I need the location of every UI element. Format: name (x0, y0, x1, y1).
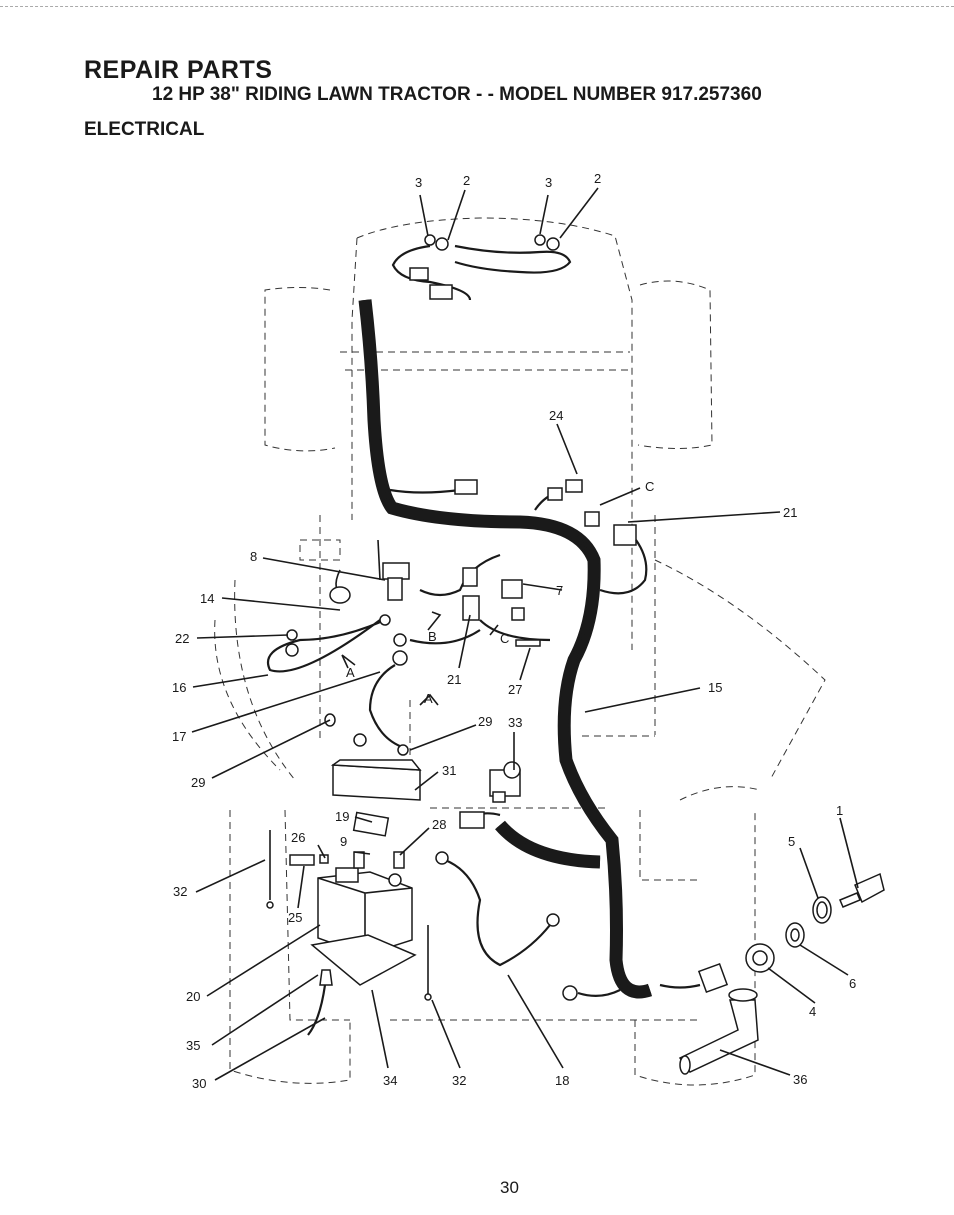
section-title: ELECTRICAL (84, 119, 205, 140)
callout-32: 32 (173, 884, 187, 899)
ref-letter-b: B (428, 629, 437, 644)
callout-8: 8 (250, 549, 257, 564)
callout-26: 26 (291, 830, 305, 845)
callout-16: 16 (172, 680, 186, 695)
top-rule (0, 6, 954, 7)
callout-17: 17 (172, 729, 186, 744)
page-number: 30 (500, 1178, 519, 1197)
callout-5: 5 (788, 834, 795, 849)
ground-cable (435, 851, 621, 1001)
callout-22: 22 (175, 631, 189, 646)
callout-31: 31 (442, 763, 456, 778)
callout-34: 34 (383, 1073, 397, 1088)
callout-36: 36 (793, 1072, 807, 1087)
callout-32: 32 (452, 1073, 466, 1088)
leader-lines (191, 187, 859, 1081)
callout-2: 2 (463, 173, 470, 188)
callout-labels: 3 2 3 2 24 C 21 8 14 7 22 B C A 16 21 27… (172, 171, 856, 1091)
callout-29: 29 (478, 714, 492, 729)
callout-30: 30 (192, 1076, 206, 1091)
callout-2: 2 (594, 171, 601, 186)
ref-letter-c: C (645, 479, 654, 494)
callout-25: 25 (288, 910, 302, 925)
callout-4: 4 (809, 1004, 816, 1019)
ref-letter-c: C (500, 631, 509, 646)
callout-33: 33 (508, 715, 522, 730)
callout-24: 24 (549, 408, 563, 423)
callout-18: 18 (555, 1073, 569, 1088)
center-connectors (382, 479, 648, 647)
callout-20: 20 (186, 989, 200, 1004)
callout-29: 29 (191, 775, 205, 790)
callout-21: 21 (783, 505, 797, 520)
callout-3: 3 (415, 175, 422, 190)
callout-9: 9 (340, 834, 347, 849)
tractor-outline (214, 217, 826, 1086)
callout-27: 27 (508, 682, 522, 697)
callout-6: 6 (849, 976, 856, 991)
callout-28: 28 (432, 817, 446, 832)
callout-1: 1 (836, 803, 843, 818)
headlight-assembly (391, 234, 572, 301)
battery-cables (267, 569, 409, 756)
callout-15: 15 (708, 680, 722, 695)
page-title: REPAIR PARTS (84, 56, 273, 84)
ref-letter-a: A (346, 665, 355, 680)
battery-assembly (266, 830, 432, 1036)
wiring-harness-coil (358, 299, 653, 999)
callout-14: 14 (200, 591, 214, 606)
ref-letter-a: A (424, 691, 433, 706)
callout-19: 19 (335, 809, 349, 824)
ignition-switch-assembly (659, 872, 885, 994)
callout-7: 7 (556, 583, 563, 598)
solenoid-and-battery-holder (330, 759, 521, 837)
fuel-line-tube (678, 988, 759, 1075)
model-subtitle: 12 HP 38" RIDING LAWN TRACTOR - - MODEL … (152, 84, 762, 105)
callout-3: 3 (545, 175, 552, 190)
callout-35: 35 (186, 1038, 200, 1053)
callout-21: 21 (447, 672, 461, 687)
